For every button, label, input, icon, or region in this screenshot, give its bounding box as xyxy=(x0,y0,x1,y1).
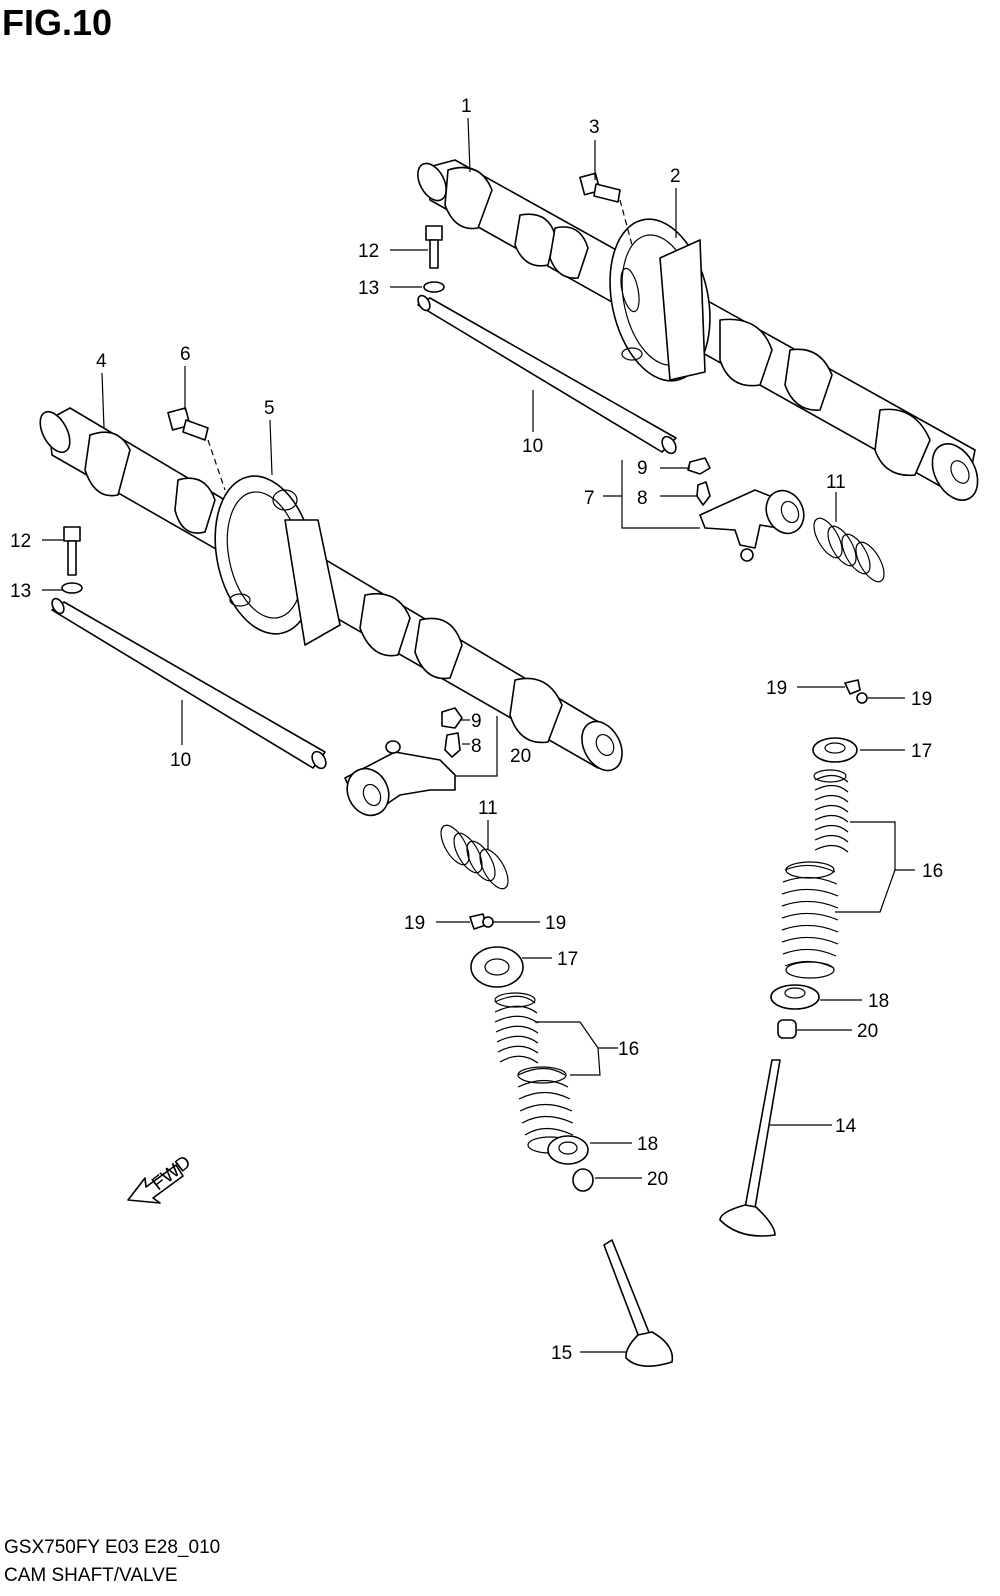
callout: 15 xyxy=(551,1343,572,1364)
callout: 19 xyxy=(545,913,566,934)
intake-valve-14 xyxy=(719,1059,781,1237)
bolt-12-lower xyxy=(63,526,81,576)
rocker-arm-upper xyxy=(699,489,805,562)
callout: 18 xyxy=(868,991,889,1012)
spring-seat-right xyxy=(770,984,820,1010)
callout: 17 xyxy=(557,949,578,970)
callout: 5 xyxy=(264,398,275,419)
cam-sprocket-upper xyxy=(609,218,711,382)
callout: 16 xyxy=(618,1039,639,1060)
callout: 19 xyxy=(404,913,425,934)
valve-stem-seal-left xyxy=(572,1168,594,1192)
adjuster-nut-9-lower xyxy=(441,707,463,729)
rocker-spring-upper xyxy=(813,517,885,583)
valve-cotter-right xyxy=(844,679,868,704)
model-code: GSX750FY E03 E28_010 xyxy=(4,1537,221,1558)
callout: 7 xyxy=(584,488,595,509)
callout: 4 xyxy=(96,351,107,372)
callout: 13 xyxy=(10,581,31,602)
spring-retainer-right xyxy=(812,737,858,763)
callout: 13 xyxy=(358,278,379,299)
callout: 20 xyxy=(647,1169,668,1190)
callout: 12 xyxy=(10,531,31,552)
adjuster-screw-8-upper xyxy=(696,481,711,506)
exhaust-valve-15 xyxy=(603,1239,674,1367)
callout: 19 xyxy=(766,678,787,699)
spring-seat-left xyxy=(547,1135,589,1165)
rocker-shaft-upper xyxy=(417,294,677,455)
callout: 20 xyxy=(510,746,531,767)
fwd-direction-arrow: FWD xyxy=(127,1152,195,1204)
adjuster-screw-8-lower xyxy=(444,732,461,758)
callout: 10 xyxy=(522,436,543,457)
sprocket-bolt-upper xyxy=(579,172,621,203)
callout: 9 xyxy=(471,711,482,732)
callout: 3 xyxy=(589,117,600,138)
adjuster-nut-9-upper xyxy=(687,457,711,475)
leader-lines xyxy=(42,117,915,1353)
washer-13-lower xyxy=(61,582,83,594)
callout: 2 xyxy=(670,166,681,187)
callout: 14 xyxy=(835,1116,857,1137)
callout: 9 xyxy=(637,458,648,479)
callout: 10 xyxy=(170,750,191,771)
sprocket-bolt-lower xyxy=(167,407,209,441)
callout: 20 xyxy=(857,1021,878,1042)
callout: 8 xyxy=(637,488,648,509)
cam-sprocket-lower xyxy=(214,475,341,646)
callout-labels: 1 2 3 4 5 6 7 8 8 9 9 10 10 11 11 12 12 … xyxy=(10,96,943,1364)
bolt-12-upper xyxy=(425,225,443,269)
rocker-spring-lower xyxy=(440,824,509,890)
valve-stem-seal-right xyxy=(777,1019,797,1039)
callout: 18 xyxy=(637,1134,658,1155)
callout: 6 xyxy=(180,344,191,365)
callout: 11 xyxy=(826,472,846,493)
callout: 1 xyxy=(461,96,472,117)
figure-title: FIG.10 xyxy=(2,2,113,43)
rocker-shaft-lower xyxy=(51,597,327,770)
callout: 8 xyxy=(471,736,482,757)
callout: 17 xyxy=(911,741,932,762)
fwd-label: FWD xyxy=(148,1152,195,1195)
valve-spring-outer-left xyxy=(494,992,539,1064)
callout: 11 xyxy=(478,798,498,819)
callout: 19 xyxy=(911,689,932,710)
valve-spring-inner-right xyxy=(781,861,839,979)
spring-retainer-left xyxy=(470,946,524,988)
washer-13-upper xyxy=(423,281,445,293)
callout: 16 xyxy=(922,861,943,882)
valve-spring-outer-right xyxy=(813,769,849,853)
section-name: CAM SHAFT/VALVE xyxy=(4,1565,178,1586)
valve-cotter-left xyxy=(469,913,494,930)
callout: 12 xyxy=(358,241,379,262)
rocker-arm-lower xyxy=(344,740,456,817)
